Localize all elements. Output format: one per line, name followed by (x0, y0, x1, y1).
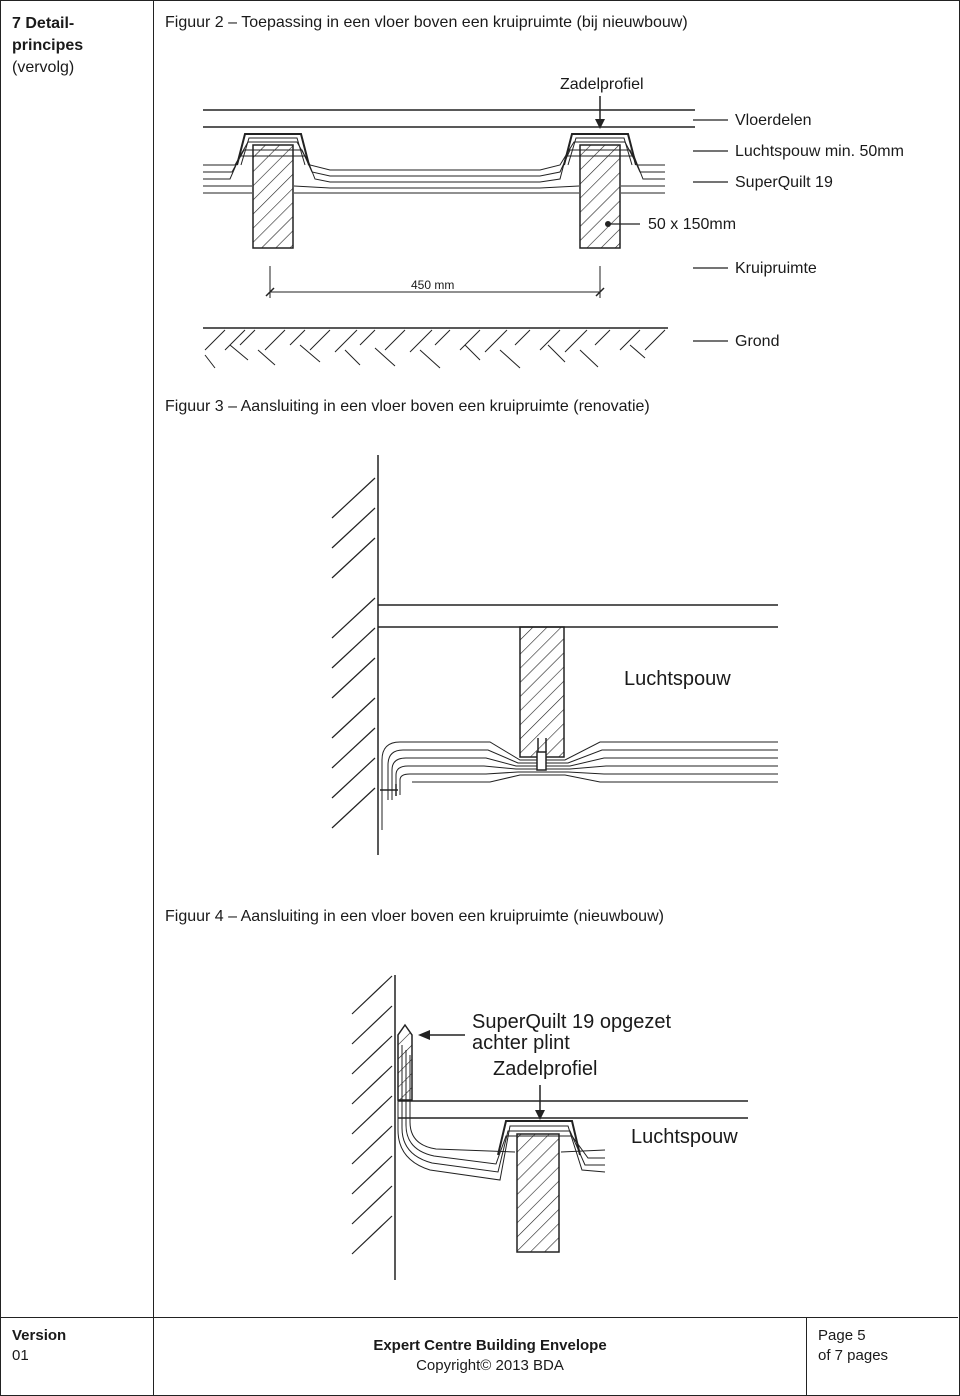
joist-left (252, 144, 294, 249)
label-vloerdelen: Vloerdelen (735, 112, 812, 129)
label-luchtspouw: Luchtspouw min. 50mm (735, 143, 904, 160)
figure3-drawing (331, 455, 778, 855)
footer-organisation: Expert Centre Building Envelope Copyrigh… (340, 1336, 640, 1376)
section-heading: 7 Detail- principes (vervolg) (12, 13, 142, 79)
margin-divider (153, 0, 154, 1317)
footer-divider (0, 1317, 958, 1318)
footer-divider-left (153, 1317, 154, 1395)
page-total: of 7 pages (818, 1347, 889, 1364)
label-grond: Grond (735, 333, 780, 350)
figure3-caption: Figuur 3 – Aansluiting in een vloer bove… (165, 398, 650, 415)
label-superquilt: SuperQuilt 19 (735, 174, 833, 191)
section-title-2: principes (12, 37, 84, 54)
figure4-caption: Figuur 4 – Aansluiting in een vloer bove… (165, 908, 664, 925)
joist (516, 1133, 560, 1253)
section-title-1: Detail- (25, 15, 75, 32)
label-luchtspouw: Luchtspouw (624, 668, 731, 690)
figure2-drawing (203, 96, 728, 369)
joist-right (579, 144, 621, 249)
page-number: Page 5 (818, 1327, 866, 1344)
figure4-drawing (351, 975, 748, 1280)
version-value: 01 (12, 1347, 29, 1364)
section-subtitle: (vervolg) (12, 59, 75, 76)
label-achter-plint: achter plint (472, 1032, 570, 1054)
label-kruipruimte: Kruipruimte (735, 260, 817, 277)
label-spacing: 450 mm (411, 278, 455, 292)
version-label: Version (12, 1327, 67, 1344)
label-joist-size: 50 x 150mm (648, 216, 737, 233)
label-luchtspouw: Luchtspouw (631, 1126, 738, 1148)
organisation-name: Expert Centre Building Envelope (373, 1337, 607, 1354)
footer-divider-right (806, 1317, 807, 1395)
section-number: 7 (12, 15, 21, 32)
figure2-caption: Figuur 2 – Toepassing in een vloer boven… (165, 14, 688, 31)
joist (519, 626, 565, 758)
label-zadelprofiel: Zadelprofiel (493, 1058, 598, 1080)
footer-page: Page 5 of 7 pages (818, 1326, 888, 1366)
copyright: Copyright© 2013 BDA (416, 1357, 564, 1374)
label-zadelprofiel: Zadelprofiel (560, 76, 644, 93)
footer-version: Version 01 (12, 1326, 66, 1366)
label-superquilt-opgezet: SuperQuilt 19 opgezet (472, 1011, 672, 1033)
